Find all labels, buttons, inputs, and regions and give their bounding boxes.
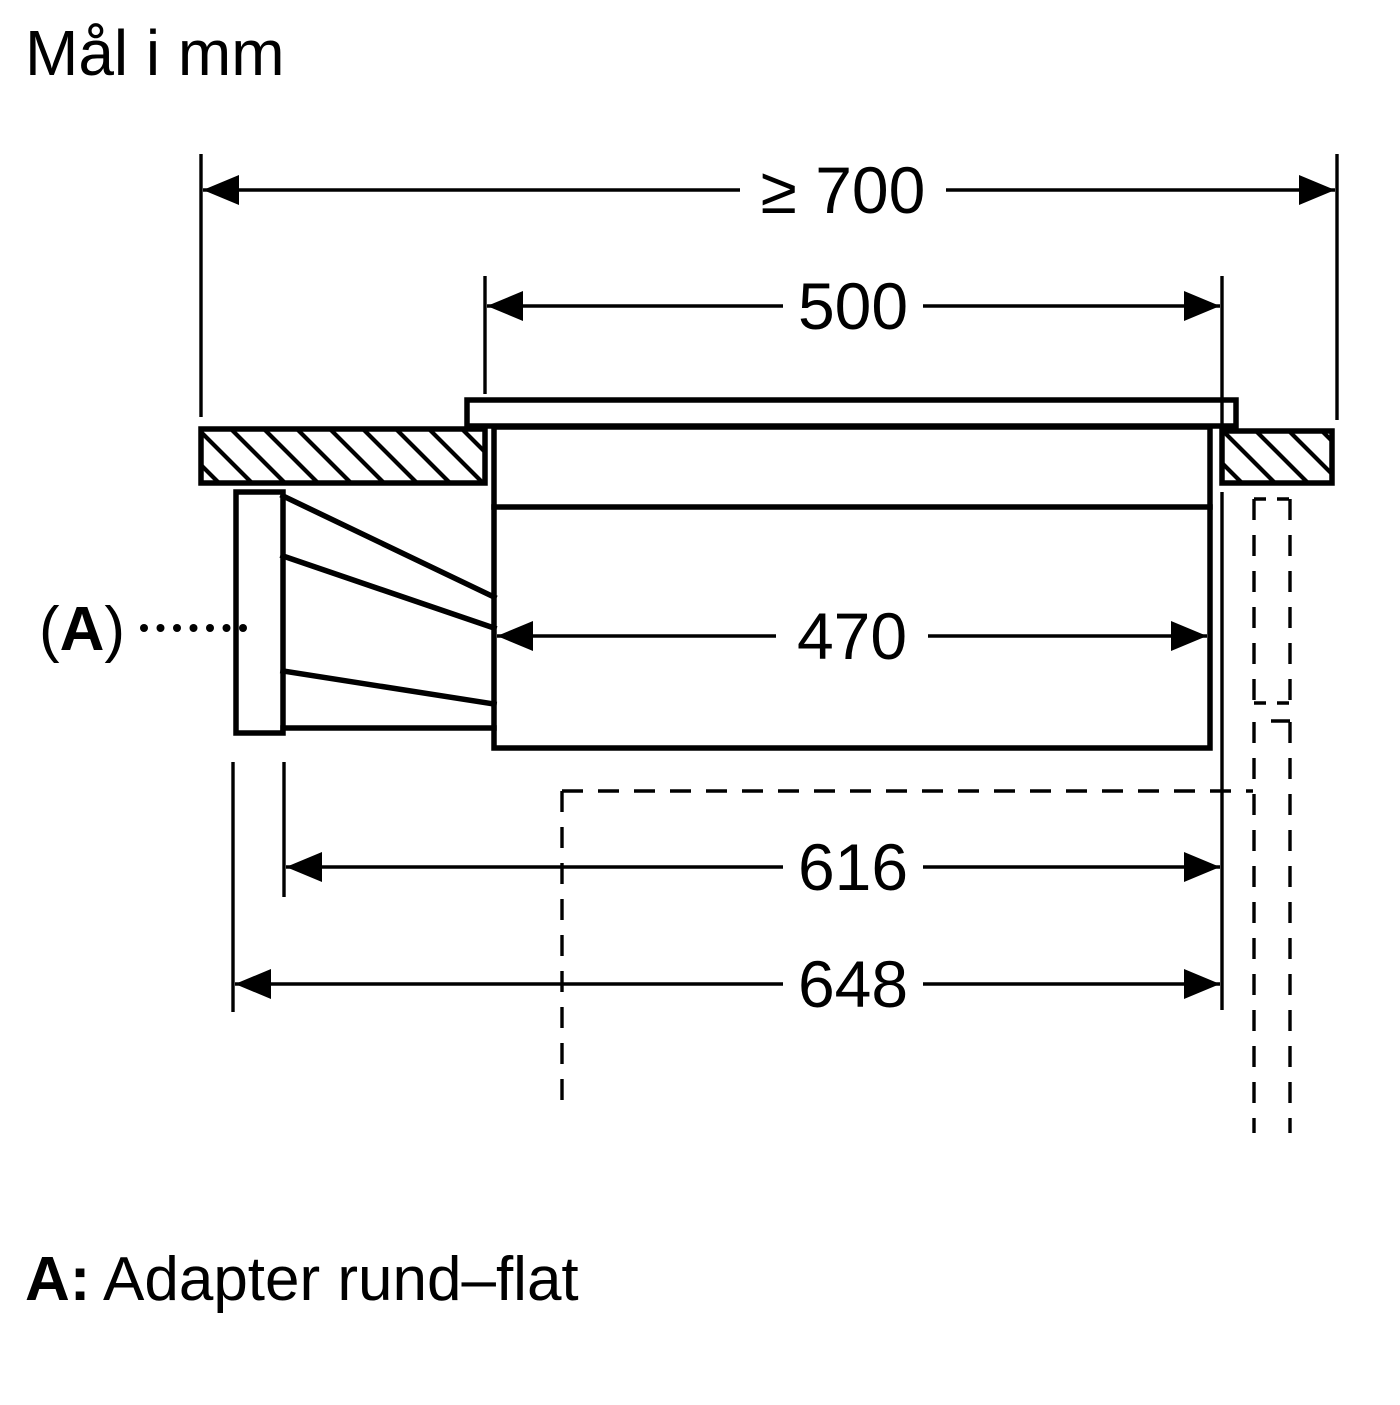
- legend: A: Adapter rund–flat: [25, 1245, 579, 1314]
- dotted-leader: [140, 624, 247, 632]
- dim-worktop-width: ≥ 700: [203, 153, 1335, 227]
- dim-label-inner-depth: 616: [798, 830, 908, 904]
- extension-lines: [199, 154, 1339, 1012]
- adapter-funnel: [279, 492, 498, 731]
- page-title: Mål i mm: [25, 17, 285, 89]
- duct-dashed-outline: [1252, 497, 1292, 1133]
- dim-arrow-left: [497, 621, 533, 651]
- dim-label-glass: 500: [798, 269, 908, 343]
- dim-arrow-right: [1299, 175, 1335, 205]
- hob-body: [491, 424, 1213, 751]
- worktop-left-section: [198, 426, 488, 486]
- dim-arrow-right: [1184, 291, 1220, 321]
- clearance-dashed-outline: [560, 789, 1253, 1115]
- dim-arrow-right: [1171, 621, 1207, 651]
- dim-arrow-right: [1184, 852, 1220, 882]
- adapter-label: (A): [39, 595, 125, 664]
- glass-panel: [464, 397, 1239, 429]
- dim-label-worktop: ≥ 700: [761, 153, 926, 227]
- adapter-flange: [233, 489, 286, 736]
- dim-glass-width: 500: [487, 269, 1220, 343]
- dim-outer-depth: 648: [235, 947, 1220, 1021]
- dim-body-width: 470: [497, 599, 1207, 673]
- dim-arrow-left: [235, 969, 271, 999]
- dim-inner-depth: 616: [286, 830, 1220, 904]
- legend-definition: Adapter rund–flat: [103, 1245, 579, 1314]
- worktop-right-section: [1219, 428, 1335, 486]
- dim-arrow-left: [203, 175, 239, 205]
- dim-arrow-left: [487, 291, 523, 321]
- legend-term: A:: [25, 1245, 90, 1314]
- dim-label-body: 470: [797, 599, 907, 673]
- dim-arrow-right: [1184, 969, 1220, 999]
- dim-label-outer-depth: 648: [798, 947, 908, 1021]
- dim-arrow-left: [286, 852, 322, 882]
